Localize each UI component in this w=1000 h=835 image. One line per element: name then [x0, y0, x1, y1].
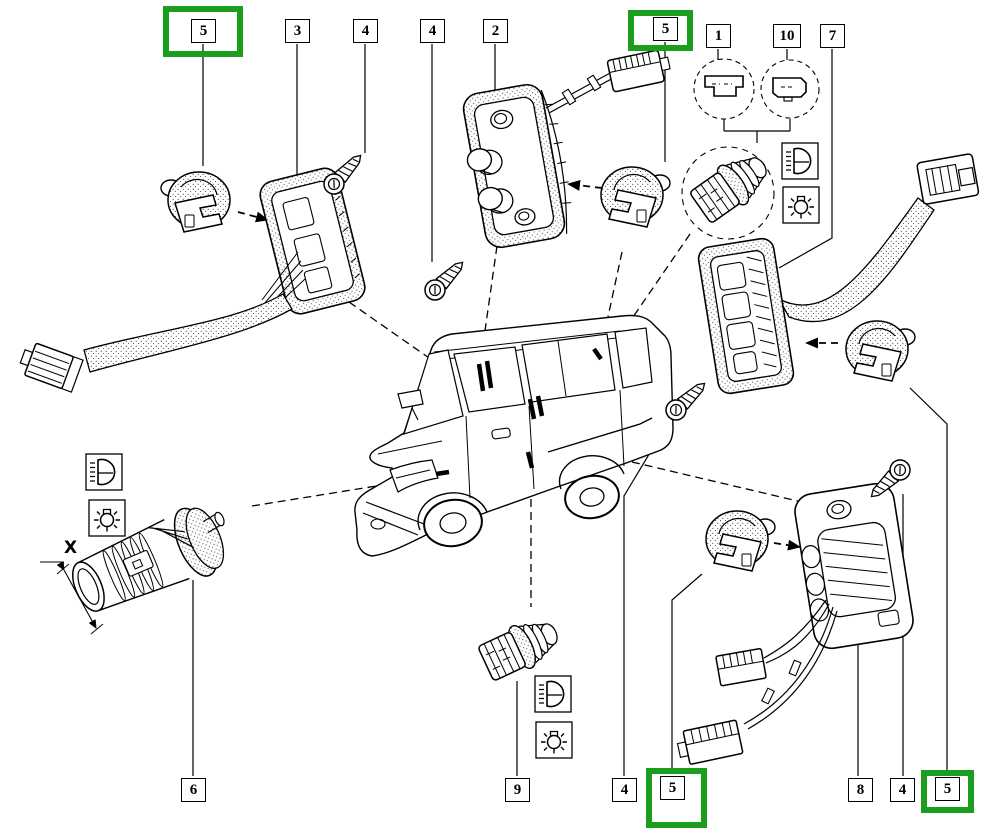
light-bulb-icon — [535, 721, 573, 759]
switch-panel-3 — [19, 167, 366, 393]
switch-knob-right — [845, 320, 916, 382]
callout-3[interactable]: 3 — [285, 19, 310, 43]
headlight-icon — [781, 142, 819, 180]
callout-6[interactable]: 6 — [181, 778, 206, 802]
bulb-socket-top — [681, 144, 778, 240]
light-bulb-icon — [88, 499, 126, 537]
headlight-icon — [534, 675, 572, 713]
switch-panel-2 — [462, 49, 671, 249]
callout-7[interactable]: 7 — [820, 24, 845, 48]
screw-middle — [420, 254, 471, 305]
callout-9[interactable]: 9 — [505, 778, 530, 802]
callout-5[interactable]: 5 — [660, 776, 685, 800]
callout-4[interactable]: 4 — [612, 778, 637, 802]
vehicle-illustration — [354, 314, 674, 557]
highlight-frame — [646, 768, 707, 828]
highlight-frame — [628, 10, 693, 51]
assembly-arrows — [237, 179, 838, 551]
headlight-icon — [85, 453, 123, 491]
highlight-frame — [163, 6, 243, 57]
callout-2[interactable]: 2 — [483, 19, 508, 43]
bulb-socket-bottom — [475, 609, 567, 686]
callout-5[interactable]: 5 — [191, 19, 216, 43]
callout-5[interactable]: 5 — [653, 17, 678, 41]
dimension-x — [40, 561, 104, 635]
highlight-frame — [921, 770, 974, 813]
callout-5[interactable]: 5 — [935, 777, 960, 801]
switch-knob-top-middle — [600, 166, 671, 228]
switch-knob-top-left — [160, 171, 231, 233]
callout-1[interactable]: 1 — [706, 24, 731, 48]
switch-panel-8 — [676, 482, 914, 765]
light-bulb-icon — [782, 186, 820, 224]
dimension-label: X — [64, 538, 78, 558]
callout-4[interactable]: 4 — [420, 19, 445, 43]
callout-8[interactable]: 8 — [848, 778, 873, 802]
switch-panel-7 — [697, 153, 980, 395]
connector-detail-circles — [693, 58, 820, 120]
callout-4[interactable]: 4 — [890, 778, 915, 802]
lighting-dimmer-barrel — [40, 507, 225, 635]
callout-4[interactable]: 4 — [353, 19, 378, 43]
callout-10[interactable]: 10 — [773, 24, 801, 48]
switch-knob-bottom-right — [705, 510, 776, 572]
